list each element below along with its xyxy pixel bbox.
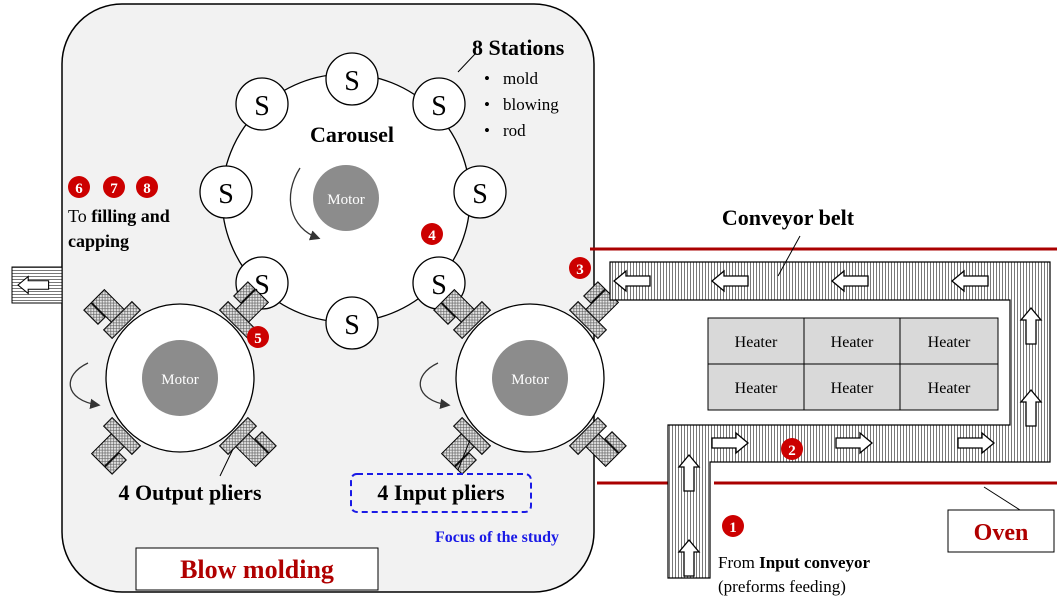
step-badge-2: 2 (781, 438, 803, 460)
focus-note: Focus of the study (435, 529, 559, 546)
svg-text:5: 5 (254, 331, 262, 347)
station: S (412, 77, 466, 131)
output-rotation-arrow (69, 362, 101, 410)
svg-text:S: S (218, 179, 234, 210)
station: S (325, 52, 379, 106)
output-motor (142, 340, 218, 416)
heater-cell (899, 363, 999, 411)
oven-leader-line (983, 486, 1021, 511)
input-motor (492, 340, 568, 416)
oven-label: Oven (974, 520, 1029, 546)
svg-text:1: 1 (729, 520, 737, 536)
heater-label: Heater (735, 380, 778, 397)
step-badge-3: 3 (569, 257, 591, 279)
station: S (453, 165, 507, 219)
carousel-motor-label: Motor (327, 192, 365, 208)
carousel-rotation-arrow (289, 167, 321, 241)
svg-text:•: • (484, 95, 490, 114)
carousel-label: Carousel (310, 122, 394, 147)
feed-line2: (preforms feeding) (718, 577, 846, 596)
blow-molding-label: Blow molding (180, 555, 334, 584)
heater-label: Heater (928, 334, 971, 351)
heater-cell (707, 317, 805, 365)
step-badges: 1 2 3 4 5 (247, 223, 803, 537)
feed-line1: From Input conveyor (718, 553, 871, 572)
station: S (325, 296, 379, 350)
svg-text:4: 4 (428, 228, 436, 244)
stations-item: blowing (503, 95, 559, 114)
heater-label: Heater (831, 380, 874, 397)
stations-leader-line (457, 53, 476, 73)
output-pliers-label: 4 Output pliers (118, 480, 261, 505)
conveyor-belt-leader-line (777, 235, 801, 277)
svg-text:S: S (344, 66, 360, 97)
svg-text:S: S (431, 91, 447, 122)
step-badge-label: 7 (110, 181, 118, 197)
carousel-motor (313, 165, 379, 231)
svg-text:3: 3 (576, 262, 584, 278)
svg-text:S: S (472, 179, 488, 210)
input-rotation-arrow (419, 362, 451, 410)
stations-item: rod (503, 121, 526, 140)
heater-cell (899, 317, 999, 365)
blow-molding-label-box (135, 547, 379, 591)
station: S (199, 165, 253, 219)
stations-list: • mold • blowing • rod (484, 69, 559, 140)
input-pliers-leader-line (457, 439, 471, 471)
focus-box (350, 473, 532, 513)
step-badge-label: 8 (143, 181, 151, 197)
output-destination-line1: To filling and (68, 206, 170, 226)
station: S (235, 77, 289, 131)
step-badge-4: 4 (421, 223, 443, 245)
svg-text:•: • (484, 121, 490, 140)
heater-grid: Heater Heater Heater Heater Heater Heate… (707, 317, 999, 411)
heater-label: Heater (928, 380, 971, 397)
conveyor-belt-label: Conveyor belt (722, 205, 855, 230)
step-badge-label: 6 (75, 181, 83, 197)
heater-label: Heater (831, 334, 874, 351)
stations-heading: 8 Stations (472, 35, 565, 60)
carousel-stations: S S S S S S S S (199, 52, 507, 350)
svg-text:S: S (344, 310, 360, 341)
heater-label: Heater (735, 334, 778, 351)
conveyor-belt (609, 261, 1051, 579)
svg-text:•: • (484, 69, 490, 88)
output-pliers-leader-line (219, 448, 234, 477)
svg-text:2: 2 (788, 443, 796, 459)
step-badge-5: 5 (247, 326, 269, 348)
output-step-badges: 6 7 8 (68, 176, 158, 198)
heater-cell (707, 363, 805, 411)
stations-item: mold (503, 69, 538, 88)
svg-text:S: S (254, 91, 270, 122)
heater-cell (803, 317, 901, 365)
svg-text:S: S (431, 270, 447, 301)
input-pliers-label: 4 Input pliers (377, 480, 505, 505)
step-badge-1: 1 (722, 515, 744, 537)
oven-label-box (947, 509, 1055, 553)
input-motor-label: Motor (511, 372, 549, 388)
output-motor-label: Motor (161, 372, 199, 388)
output-destination-line2: capping (68, 231, 129, 251)
